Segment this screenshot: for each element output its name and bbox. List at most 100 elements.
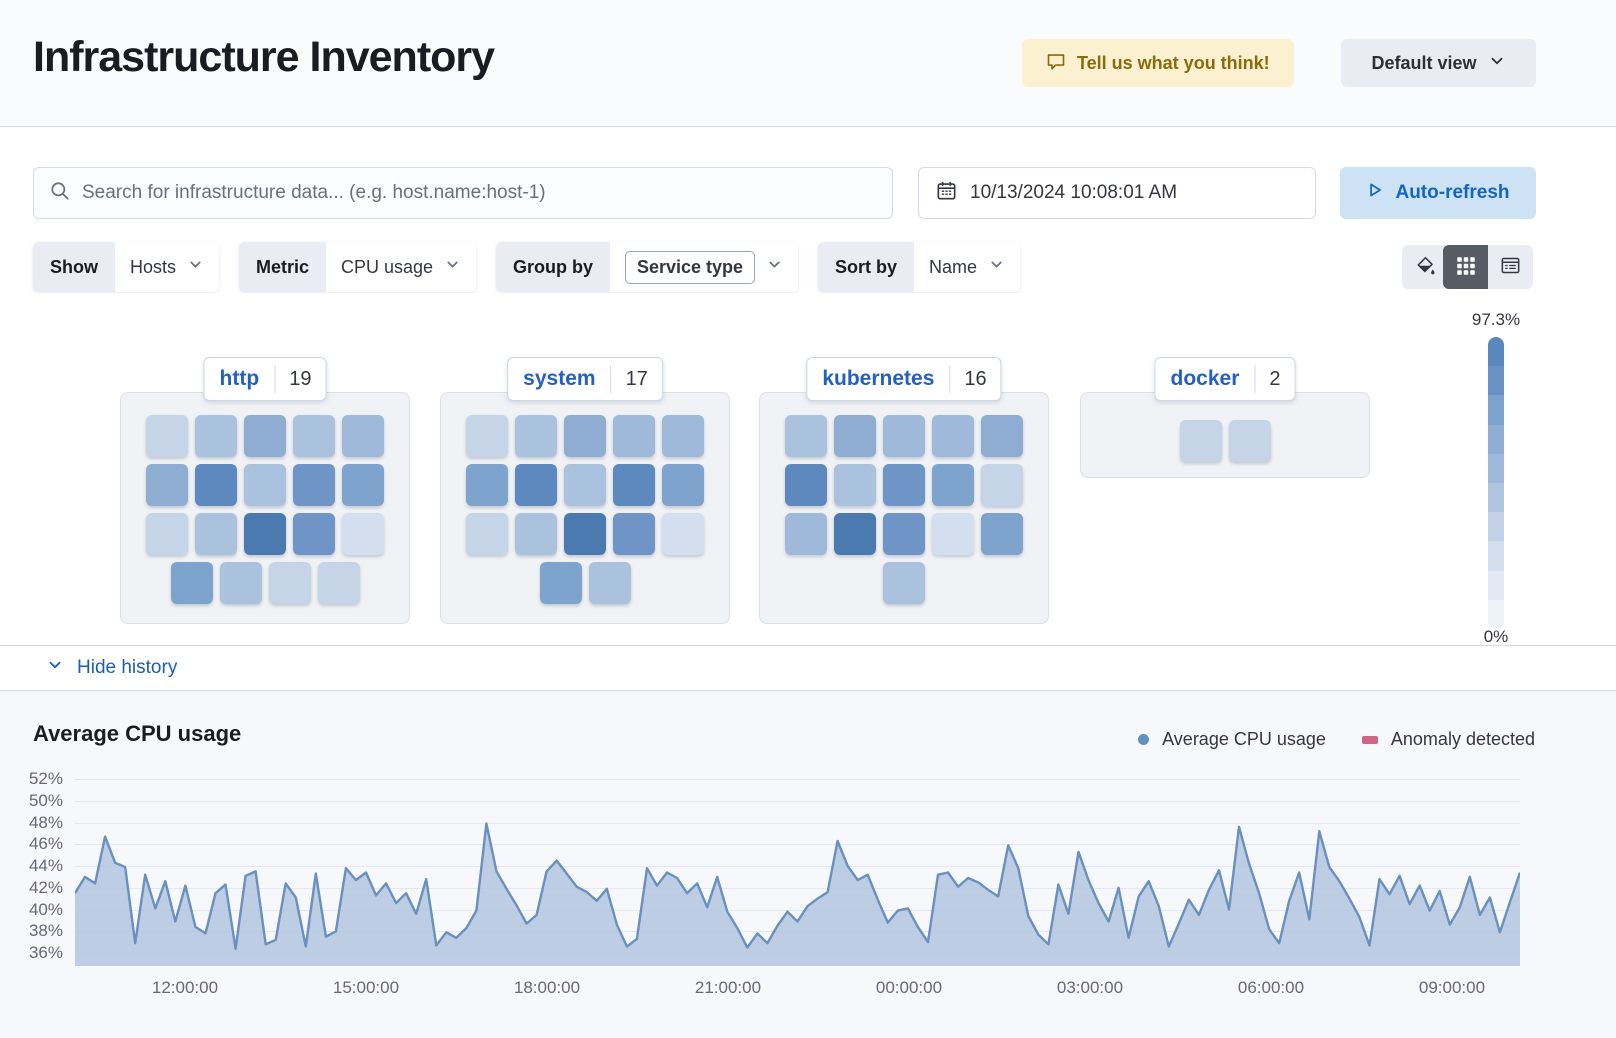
host-node[interactable] (146, 415, 188, 457)
gridline (75, 909, 1520, 911)
host-node[interactable] (981, 415, 1023, 457)
host-node[interactable] (539, 562, 582, 604)
sort-by-filter-label: Sort by (818, 242, 915, 292)
host-node[interactable] (785, 415, 827, 457)
host-node[interactable] (268, 562, 311, 604)
metric-filter-dropdown[interactable]: CPU usage (326, 242, 477, 292)
host-node[interactable] (317, 562, 360, 604)
host-node[interactable] (564, 513, 606, 555)
host-node[interactable] (662, 464, 704, 506)
host-node[interactable] (834, 464, 876, 506)
host-node[interactable] (613, 415, 655, 457)
host-node[interactable] (146, 513, 188, 555)
host-node[interactable] (195, 415, 237, 457)
host-node[interactable] (244, 415, 286, 457)
group-count: 2 (1269, 367, 1281, 390)
x-axis-tick: 09:00:00 (1418, 978, 1486, 997)
gridline (75, 779, 1520, 780)
group-by-filter-value: Service type (625, 250, 756, 284)
y-axis-tick: 44% (28, 856, 63, 875)
legend-item[interactable]: Anomaly detected (1361, 729, 1535, 750)
host-node[interactable] (662, 513, 704, 555)
host-node[interactable] (932, 415, 974, 457)
hide-history-toggle[interactable]: Hide history (46, 656, 177, 680)
host-node[interactable] (170, 562, 213, 604)
host-node[interactable] (466, 415, 508, 457)
host-node[interactable] (588, 562, 631, 604)
host-node[interactable] (932, 513, 974, 555)
search-bar[interactable] (33, 167, 893, 219)
host-node[interactable] (146, 464, 188, 506)
group-by-filter-dropdown[interactable]: Service type (610, 242, 799, 292)
gridline (75, 844, 1520, 846)
group-by-filter-group: Group by Service type (496, 242, 799, 292)
host-node[interactable] (932, 464, 974, 506)
host-node[interactable] (244, 513, 286, 555)
host-node[interactable] (981, 513, 1023, 555)
host-node[interactable] (564, 464, 606, 506)
host-node[interactable] (834, 513, 876, 555)
host-node[interactable] (515, 415, 557, 457)
feedback-button[interactable]: Tell us what you think! (1022, 39, 1294, 87)
group-name-link[interactable]: http (219, 367, 260, 390)
table-icon (1500, 255, 1521, 279)
group-name-link[interactable]: kubernetes (822, 367, 935, 390)
chart-title: Average CPU usage (33, 721, 242, 746)
badge-divider (1254, 365, 1256, 393)
sort-by-filter-group: Sort by Name (818, 242, 1021, 292)
y-axis-tick: 50% (28, 790, 63, 810)
host-node[interactable] (1179, 420, 1222, 462)
host-node[interactable] (883, 464, 925, 506)
search-icon (49, 180, 71, 207)
group-name-link[interactable]: docker (1170, 367, 1240, 390)
legend-item[interactable]: Average CPU usage (1138, 729, 1326, 750)
host-node[interactable] (564, 415, 606, 457)
date-picker-button[interactable]: 10/13/2024 10:08:01 AM (918, 167, 1316, 219)
host-node[interactable] (195, 513, 237, 555)
host-node[interactable] (785, 513, 827, 555)
search-input[interactable] (82, 182, 877, 204)
host-node[interactable] (883, 562, 925, 604)
group-name-link[interactable]: system (523, 367, 596, 390)
host-node[interactable] (466, 513, 508, 555)
view-selector-button[interactable]: Default view (1341, 39, 1536, 87)
host-node[interactable] (785, 464, 827, 506)
grid-view-button[interactable] (1443, 245, 1488, 289)
host-node[interactable] (613, 513, 655, 555)
host-node[interactable] (834, 415, 876, 457)
host-node[interactable] (613, 464, 655, 506)
host-node[interactable] (1228, 420, 1271, 462)
host-node[interactable] (342, 464, 384, 506)
host-node[interactable] (244, 464, 286, 506)
host-node[interactable] (981, 464, 1023, 506)
host-node[interactable] (293, 513, 335, 555)
auto-refresh-button[interactable]: Auto-refresh (1340, 167, 1536, 219)
host-node[interactable] (195, 464, 237, 506)
host-node[interactable] (342, 513, 384, 555)
color-palette-button[interactable] (1402, 245, 1450, 289)
metric-filter-value: CPU usage (341, 256, 434, 277)
host-node[interactable] (662, 415, 704, 457)
badge-divider (949, 365, 951, 393)
host-node[interactable] (293, 464, 335, 506)
sort-by-filter-dropdown[interactable]: Name (914, 242, 1021, 292)
show-filter-dropdown[interactable]: Hosts (115, 242, 220, 292)
auto-refresh-label: Auto-refresh (1395, 182, 1510, 203)
host-node[interactable] (219, 562, 262, 604)
host-node[interactable] (293, 415, 335, 457)
chevron-down-icon (1488, 52, 1506, 75)
y-axis-tick: 52% (28, 769, 63, 788)
host-node[interactable] (342, 415, 384, 457)
group-badge-docker[interactable]: docker 2 (1154, 357, 1296, 401)
host-node[interactable] (515, 464, 557, 506)
date-picker-value: 10/13/2024 10:08:01 AM (970, 182, 1178, 203)
host-node[interactable] (515, 513, 557, 555)
gridline (75, 822, 1520, 824)
table-view-button[interactable] (1488, 245, 1533, 289)
host-node[interactable] (883, 415, 925, 457)
host-node[interactable] (466, 464, 508, 506)
host-node[interactable] (883, 513, 925, 555)
